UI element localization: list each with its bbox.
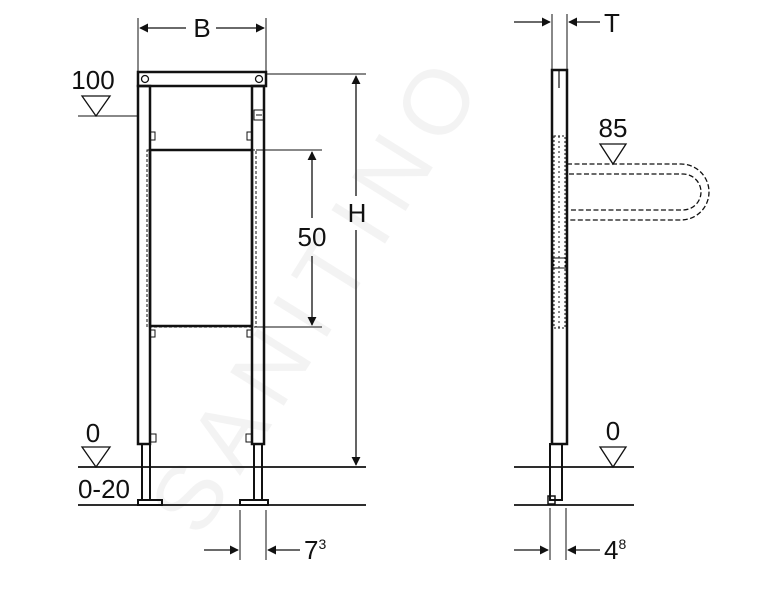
level-marker-0-right <box>598 446 628 469</box>
adjust-range-label: 0-20 <box>78 474 130 504</box>
depth-label: T <box>604 8 620 38</box>
label-plate <box>253 109 265 121</box>
foot-front-exp: 3 <box>318 536 326 552</box>
bracket-left-upper <box>149 131 156 141</box>
foot-side-label: 48 <box>604 535 626 565</box>
level-marker-100 <box>80 95 112 118</box>
front-view <box>78 18 366 560</box>
width-label: B <box>193 13 210 43</box>
top-rail <box>136 70 268 88</box>
side-view <box>514 14 710 560</box>
mounting-hole-left <box>140 74 150 84</box>
bracket-right-upper <box>246 131 253 141</box>
zero-left-label: 0 <box>86 418 100 448</box>
mounting-hole-right <box>254 74 264 84</box>
level-marker-85 <box>598 143 628 166</box>
zero-right-label: 0 <box>606 416 620 446</box>
foot-side-base: 4 <box>604 535 618 565</box>
leg-clamp-left <box>149 433 157 443</box>
mounting-plate <box>148 148 254 328</box>
side-foot-plate <box>547 495 556 505</box>
watermark: SANITINO <box>130 33 506 550</box>
foot-side-exp: 8 <box>618 536 626 552</box>
left-post <box>136 84 152 446</box>
top-level-label: 100 <box>71 65 114 95</box>
foot-front-label: 73 <box>304 535 326 565</box>
cutout-height-label: 50 <box>298 222 327 252</box>
side-foot-leg <box>549 443 563 501</box>
leg-clamp-right <box>245 433 253 443</box>
foot-front-base: 7 <box>304 535 318 565</box>
side-clamp <box>552 257 567 269</box>
pipe-loop-inner <box>569 173 702 211</box>
plate-fixing-left <box>149 329 156 338</box>
level-marker-0-left <box>80 446 112 469</box>
pipe-level-label: 85 <box>599 113 628 143</box>
mounting-plate-outline <box>146 149 257 328</box>
plate-fixing-right <box>246 329 253 338</box>
height-label: H <box>348 198 367 228</box>
pipe-loop-outer <box>567 163 710 221</box>
